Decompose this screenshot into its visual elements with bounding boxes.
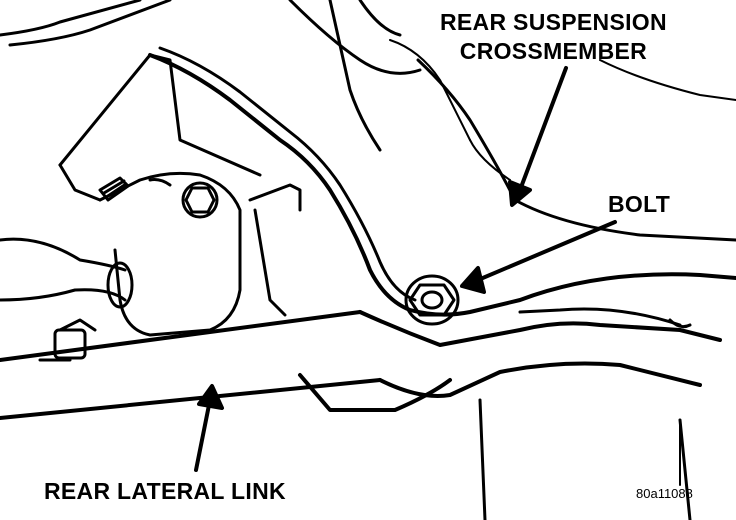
- lateral-link-callout: REAR LATERAL LINK: [44, 478, 286, 504]
- stabilizer-bar: [0, 237, 134, 309]
- rear-lateral-link: [0, 310, 722, 420]
- bolt-callout: BOLT: [608, 191, 671, 217]
- crossmember: [148, 39, 736, 317]
- bracket-bolt: [181, 181, 219, 219]
- crossmember-callout-line2: CROSSMEMBER: [459, 38, 648, 64]
- crossmember-callout: REAR SUSPENSION CROSSMEMBER: [440, 8, 667, 66]
- crossmember-callout-line1: REAR SUSPENSION: [440, 9, 667, 35]
- crossmember-arrowhead: [508, 180, 532, 207]
- bolt-arrowhead: [460, 266, 486, 294]
- crossmember-arrow: [518, 66, 568, 192]
- body-panel: [0, 0, 422, 152]
- figure-code: 80a11088: [636, 486, 693, 501]
- lower-member: [478, 307, 692, 520]
- link-arrowhead: [197, 384, 224, 410]
- stabilizer-bracket: [58, 53, 302, 337]
- bolt-arrow: [476, 220, 617, 282]
- link-arrow: [194, 398, 212, 472]
- lower-stud: [38, 318, 97, 362]
- stud: [98, 176, 130, 202]
- crossmember-bolt: [404, 274, 460, 326]
- leader-arrows: [194, 66, 681, 486]
